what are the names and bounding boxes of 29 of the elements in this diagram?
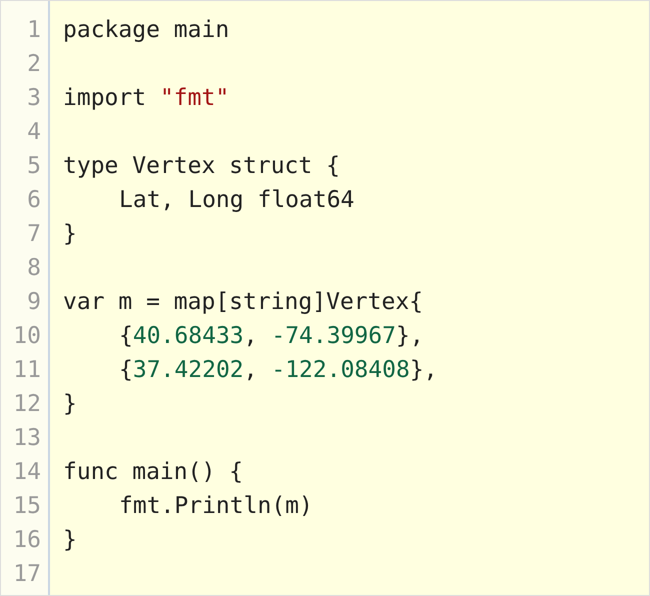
- line-number: 8: [26, 254, 41, 283]
- line-number: 3: [26, 84, 41, 113]
- code-line: package main: [63, 16, 230, 45]
- code-line: {40.68433, -74.39967},: [119, 322, 424, 351]
- line-number: 7: [26, 220, 41, 249]
- line-number: 17: [12, 560, 41, 589]
- line-number: 5: [26, 152, 41, 181]
- line-number: 6: [26, 186, 41, 215]
- line-number: 13: [12, 424, 41, 453]
- line-number: 15: [12, 492, 41, 521]
- line-number: 14: [12, 458, 41, 487]
- code-line: fmt.Println(m): [119, 492, 313, 521]
- line-number: 12: [12, 390, 41, 419]
- code-line: type Vertex struct {: [63, 152, 340, 181]
- code-line: Lat, Long float64: [119, 186, 354, 215]
- code-line: }: [63, 526, 77, 555]
- code-line: import "fmt": [63, 84, 230, 113]
- line-number: 10: [12, 322, 41, 351]
- line-number: 2: [26, 50, 41, 79]
- code-line: {37.42202, -122.08408},: [119, 356, 438, 385]
- line-number: 4: [26, 118, 41, 147]
- line-number: 11: [12, 356, 41, 385]
- line-number: 1: [26, 16, 41, 45]
- code-line: }: [63, 390, 77, 419]
- code-line: func main() {: [63, 458, 244, 487]
- line-number: 16: [12, 526, 41, 555]
- line-number: 9: [26, 288, 41, 317]
- code-line: }: [63, 220, 77, 249]
- code-line: var m = map[string]Vertex{: [63, 288, 424, 317]
